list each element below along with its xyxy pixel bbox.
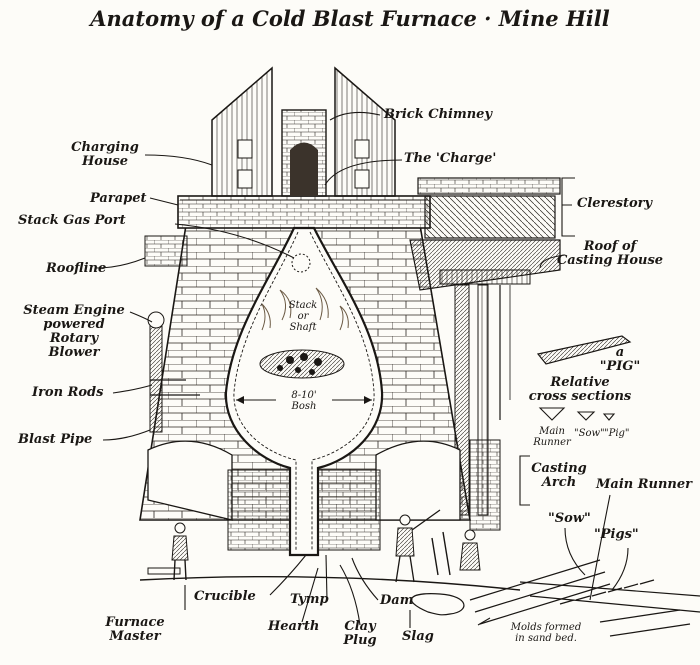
label-parapet: Parapet (90, 191, 147, 206)
label-steam-engine-blower: Steam Engine powered Rotary Blower (23, 303, 125, 360)
sand-bed-molds (469, 559, 700, 637)
page-title: Anatomy of a Cold Blast Furnace · Mine H… (90, 6, 610, 31)
label-pig-small: "Pig" (604, 428, 630, 439)
pig-ingot-icon (536, 335, 632, 365)
label-clay-plug: Clay Plug (343, 619, 377, 648)
left-masonry (144, 235, 188, 267)
stack-gas-port (291, 253, 311, 273)
label-relative-cross-sections: Relative cross sections (528, 375, 632, 404)
label-dam: Dam (380, 593, 414, 608)
label-brick-chimney: Brick Chimney (384, 107, 492, 122)
label-roofline: Roofline (46, 261, 107, 276)
label-tymp: Tymp (290, 592, 329, 607)
label-stack-or-shaft: Stack or Shaft (288, 300, 318, 333)
slag-puddle (411, 593, 465, 616)
label-blast-pipe: Blast Pipe (18, 432, 93, 447)
label-sow: "Sow" (548, 511, 591, 526)
label-casting-arch: Casting Arch (531, 461, 587, 490)
label-molds: Molds formed in sand bed. (510, 622, 582, 644)
label-crucible: Crucible (194, 589, 256, 604)
label-slag: Slag (402, 629, 434, 644)
worker-figures (395, 509, 481, 583)
brick-chimney (281, 109, 327, 197)
furnace-master-figure (171, 522, 189, 581)
label-clerestory: Clerestory (577, 196, 653, 211)
label-pigs: "Pigs" (594, 527, 639, 542)
casting-arches (147, 440, 461, 551)
label-stack-gas-port: Stack Gas Port (18, 213, 126, 228)
label-hearth: Hearth (268, 619, 320, 634)
label-main-runner-small: Main Runner (533, 426, 571, 448)
clerestory (409, 177, 561, 291)
label-roof-of-casting-house: Roof of Casting House (556, 239, 664, 268)
label-sow-small: "Sow" (574, 428, 605, 439)
label-main-runner: Main Runner (596, 477, 693, 492)
ground-line (139, 575, 521, 591)
label-a-pig: a "PIG" (599, 345, 641, 374)
blast-pipe-assembly (147, 311, 200, 433)
label-charging-house: Charging House (71, 140, 139, 169)
leader-lines (95, 111, 629, 628)
label-iron-rods: Iron Rods (32, 385, 104, 400)
label-bosh: 8-10' Bosh (276, 390, 332, 412)
label-the-charge: The 'Charge' (404, 151, 497, 166)
cross-section-shapes (538, 407, 616, 421)
label-furnace-master: Furnace Master (105, 615, 165, 644)
charging-house (211, 66, 396, 197)
casting-house-structure (454, 284, 511, 531)
bench (147, 567, 181, 575)
